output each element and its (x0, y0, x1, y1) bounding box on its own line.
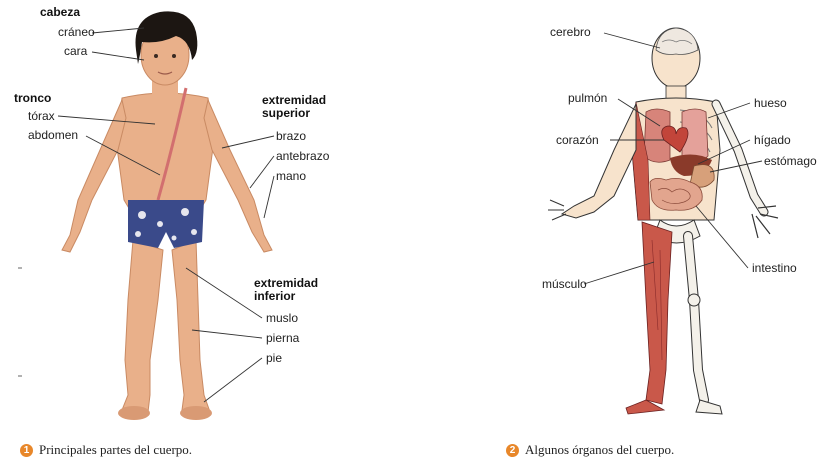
label-higado: hígado (754, 134, 791, 147)
anatomy-illustration (414, 0, 828, 465)
label-cerebro: cerebro (550, 26, 591, 39)
label-cabeza: cabeza (40, 6, 80, 19)
label-musculo: músculo (542, 278, 587, 291)
label-estomago: estómago (764, 155, 817, 168)
label-hueso: hueso (754, 97, 787, 110)
caption-figure-1: 1 Principales partes del cuerpo. (20, 442, 192, 458)
label-craneo: cráneo (58, 26, 95, 39)
figure-organs: cerebro pulmón corazón hueso hígado estó… (414, 0, 828, 465)
label-pierna: pierna (266, 332, 299, 345)
caption-text: Algunos órganos del cuerpo. (525, 442, 674, 458)
label-corazon: corazón (556, 134, 599, 147)
boy-illustration (0, 0, 414, 465)
label-cara: cara (64, 45, 87, 58)
label-antebrazo: antebrazo (276, 150, 329, 163)
label-pulmon: pulmón (568, 92, 607, 105)
label-extremidad-superior: extremidad superior (262, 94, 326, 120)
label-intestino: intestino (752, 262, 797, 275)
label-abdomen: abdomen (28, 129, 78, 142)
label-mano: mano (276, 170, 306, 183)
label-brazo: brazo (276, 130, 306, 143)
label-extremidad-inferior: extremidad inferior (254, 277, 318, 303)
label-pie: pie (266, 352, 282, 365)
caption-number-badge: 1 (20, 444, 33, 457)
caption-figure-2: 2 Algunos órganos del cuerpo. (506, 442, 674, 458)
label-torax: tórax (28, 110, 55, 123)
caption-text: Principales partes del cuerpo. (39, 442, 192, 458)
figure-body-parts: cabeza cráneo cara tronco tórax abdomen … (0, 0, 414, 465)
label-muslo: muslo (266, 312, 298, 325)
caption-number-badge: 2 (506, 444, 519, 457)
label-tronco: tronco (14, 92, 51, 105)
